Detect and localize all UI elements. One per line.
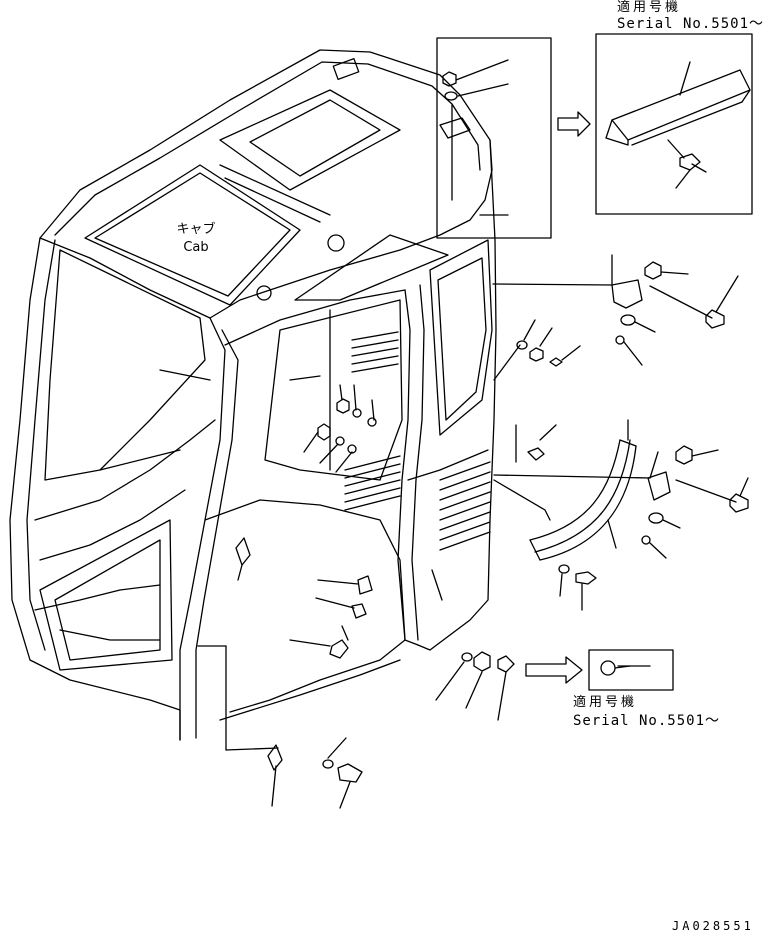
shield-detail	[606, 62, 750, 188]
rear-bracket-upper	[493, 255, 738, 365]
screw-icon	[550, 358, 562, 366]
detail-box-top	[437, 38, 551, 238]
serial-note-top-jp: 適用号機	[617, 0, 682, 15]
cab-label-jp: キャブ	[176, 222, 216, 237]
door-opening-top	[225, 290, 405, 345]
screw-icon	[576, 572, 596, 584]
roof-inner-edge	[55, 62, 480, 235]
washer-icon	[353, 409, 361, 417]
rear-bracket-lower	[642, 446, 748, 558]
cab-floor-edge	[205, 500, 405, 712]
nut-icon	[337, 399, 349, 413]
washer-icon	[621, 315, 635, 325]
clip-icon	[528, 448, 544, 460]
curved-trim	[530, 420, 636, 560]
grommet-icon	[352, 604, 366, 618]
washer-icon	[559, 565, 569, 573]
nut-icon	[645, 262, 661, 279]
clip-icon	[236, 538, 250, 565]
nut-icon	[530, 348, 543, 361]
front-window-left	[45, 250, 205, 480]
nut-icon	[676, 446, 692, 464]
cab-body	[10, 50, 496, 740]
rear-side-window	[430, 240, 492, 435]
side-vent-louvre	[440, 462, 490, 550]
serial-note-bottom-serial: Serial No.5501～	[573, 713, 721, 729]
bolt-head-icon	[642, 536, 650, 544]
washer-icon	[368, 418, 376, 426]
interior-back-wall	[265, 300, 402, 480]
roof-skylight	[85, 165, 300, 305]
roof-hatch-inner	[250, 100, 380, 176]
washer-icon	[517, 341, 527, 349]
roof-plate	[295, 235, 448, 300]
bolt-icon	[338, 764, 362, 782]
roof-hatch	[220, 90, 400, 190]
bolt-icon	[498, 656, 514, 672]
bolt-icon	[706, 310, 724, 328]
bolt-icon	[330, 640, 348, 658]
bracket-icon	[358, 576, 372, 594]
washer-icon	[445, 92, 457, 100]
washer-icon	[649, 513, 663, 523]
arrow-right-icon	[526, 657, 582, 683]
drawing-code: JA028551	[672, 919, 754, 933]
roof-outline	[40, 50, 492, 318]
plug-cap-icon	[601, 661, 615, 675]
serial-note-top-serial: Serial No.5501～	[617, 16, 764, 32]
arrow-right-icon	[558, 112, 590, 136]
washer-icon	[336, 437, 344, 445]
right-side-outline	[418, 140, 496, 650]
nut-icon	[474, 652, 490, 671]
lower-front-frame	[35, 420, 215, 520]
bolt-head-icon	[616, 336, 624, 344]
front-lower-panel	[40, 520, 172, 670]
bolt-icon	[730, 494, 748, 512]
nut-icon	[443, 72, 456, 86]
cab-label-en: Cab	[183, 240, 209, 255]
door-frame-left-post	[180, 318, 225, 740]
bracket-plate	[440, 118, 470, 138]
washer-icon	[462, 653, 472, 661]
clip-icon	[268, 745, 282, 770]
roof-cap-2	[257, 286, 271, 300]
front-pillar-left	[10, 238, 180, 740]
serial-box-bottom	[589, 650, 673, 690]
serial-note-bottom-jp: 適用号機	[573, 695, 638, 710]
roof-skylight-inner	[95, 173, 290, 296]
roof-cap	[328, 235, 344, 251]
serial-box-top	[596, 34, 752, 214]
washer-icon	[323, 760, 333, 768]
nut-icon	[318, 424, 330, 440]
